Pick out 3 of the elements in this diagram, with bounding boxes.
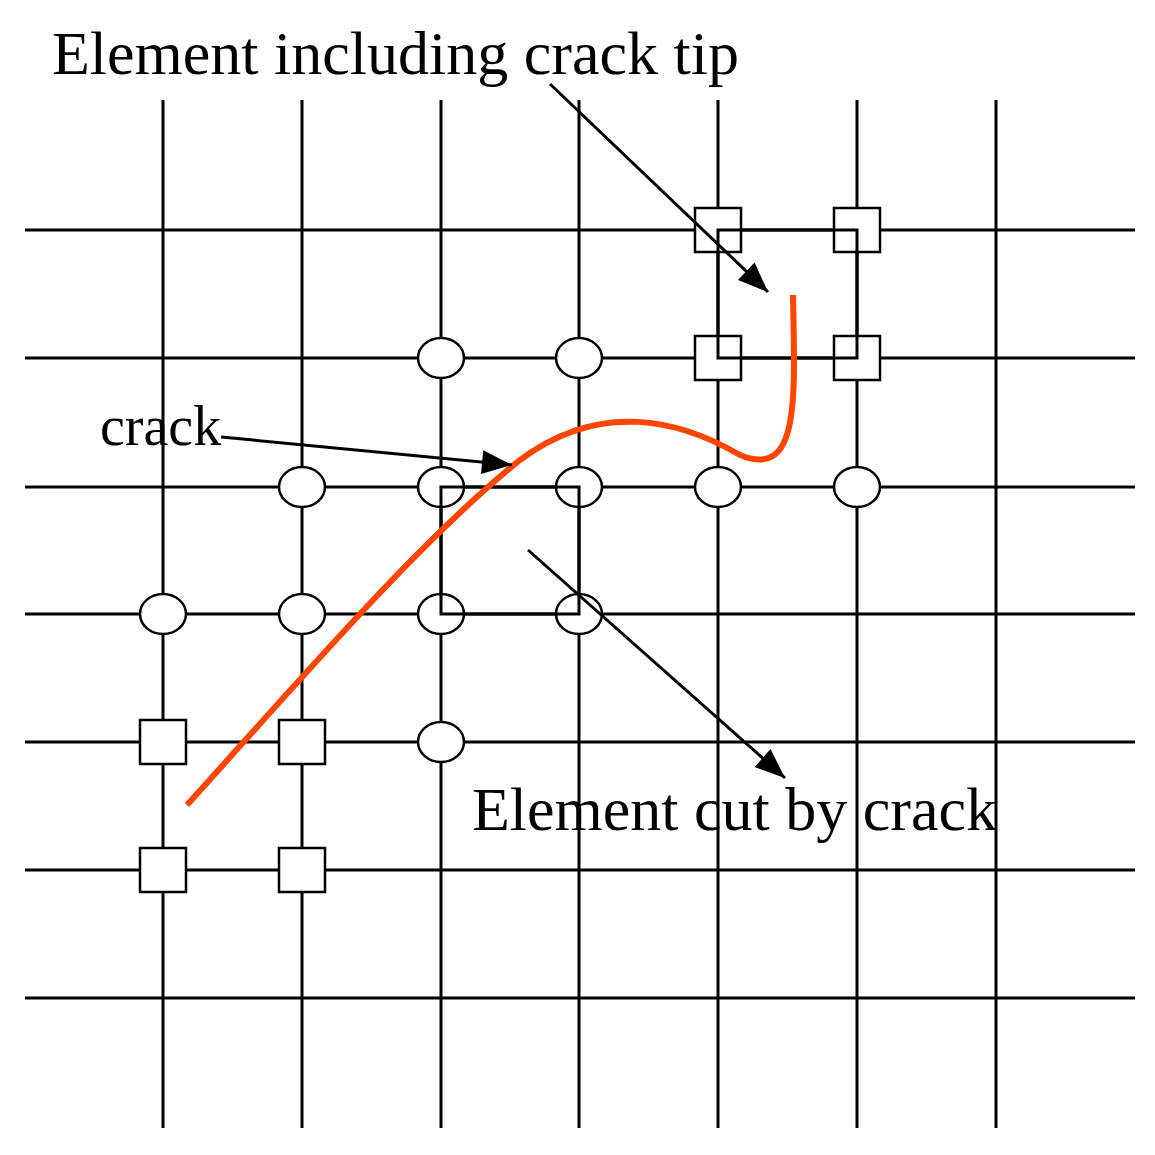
leader-arrow (221, 435, 513, 475)
mesh-element (716, 228, 859, 360)
leader-arrow (548, 82, 770, 294)
